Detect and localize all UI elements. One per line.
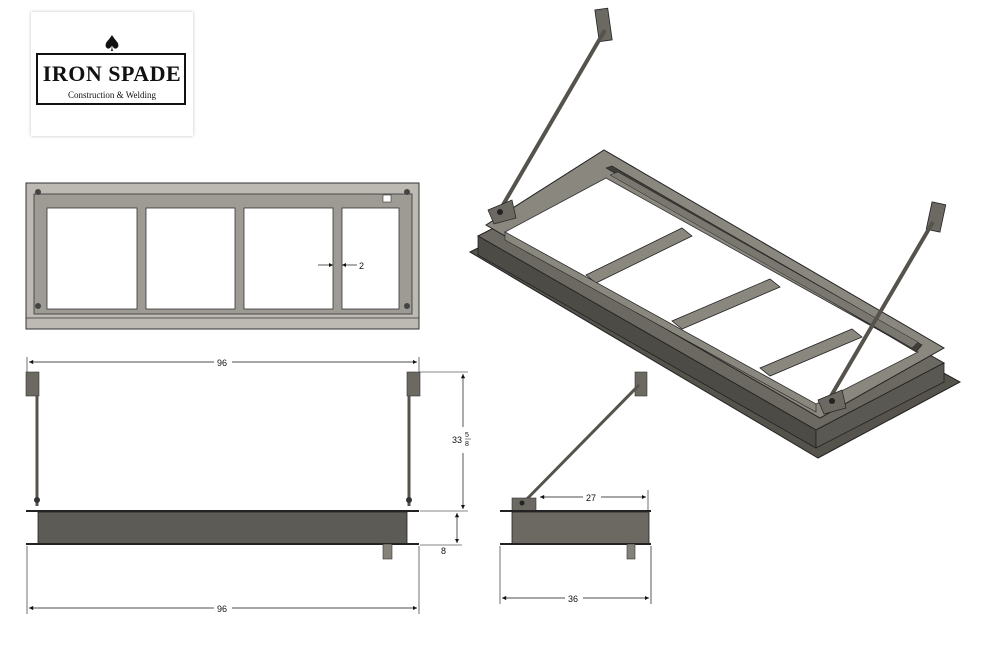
logo-company-name: IRON SPADE: [42, 61, 182, 86]
dim-side-arm-offset: 27: [586, 493, 596, 503]
side-elevation: 27 36: [499, 371, 652, 604]
dim-arm-height-whole: 33: [452, 435, 462, 445]
dim-bar-gap: 2: [359, 261, 364, 271]
dim-arm-height-numerator: 5: [465, 432, 469, 439]
dim-frame-height: 8: [441, 546, 446, 556]
logo-frame: [36, 53, 186, 105]
dim-front-width-top: 96: [217, 358, 227, 368]
dim-side-depth: 36: [568, 594, 578, 604]
isometric-view: [468, 7, 962, 459]
plan-view: 2: [25, 182, 420, 330]
iron-spade-logo: ♠ IRON SPADE Construction & Welding: [31, 12, 193, 136]
front-elevation: 96 33 5 8 8 96: [25, 356, 474, 614]
spade-icon: ♠: [102, 32, 122, 57]
dim-front-width-bottom: 96: [217, 604, 227, 614]
logo-tagline: Construction & Welding: [67, 90, 157, 100]
dim-arm-height-denominator: 8: [465, 441, 469, 448]
